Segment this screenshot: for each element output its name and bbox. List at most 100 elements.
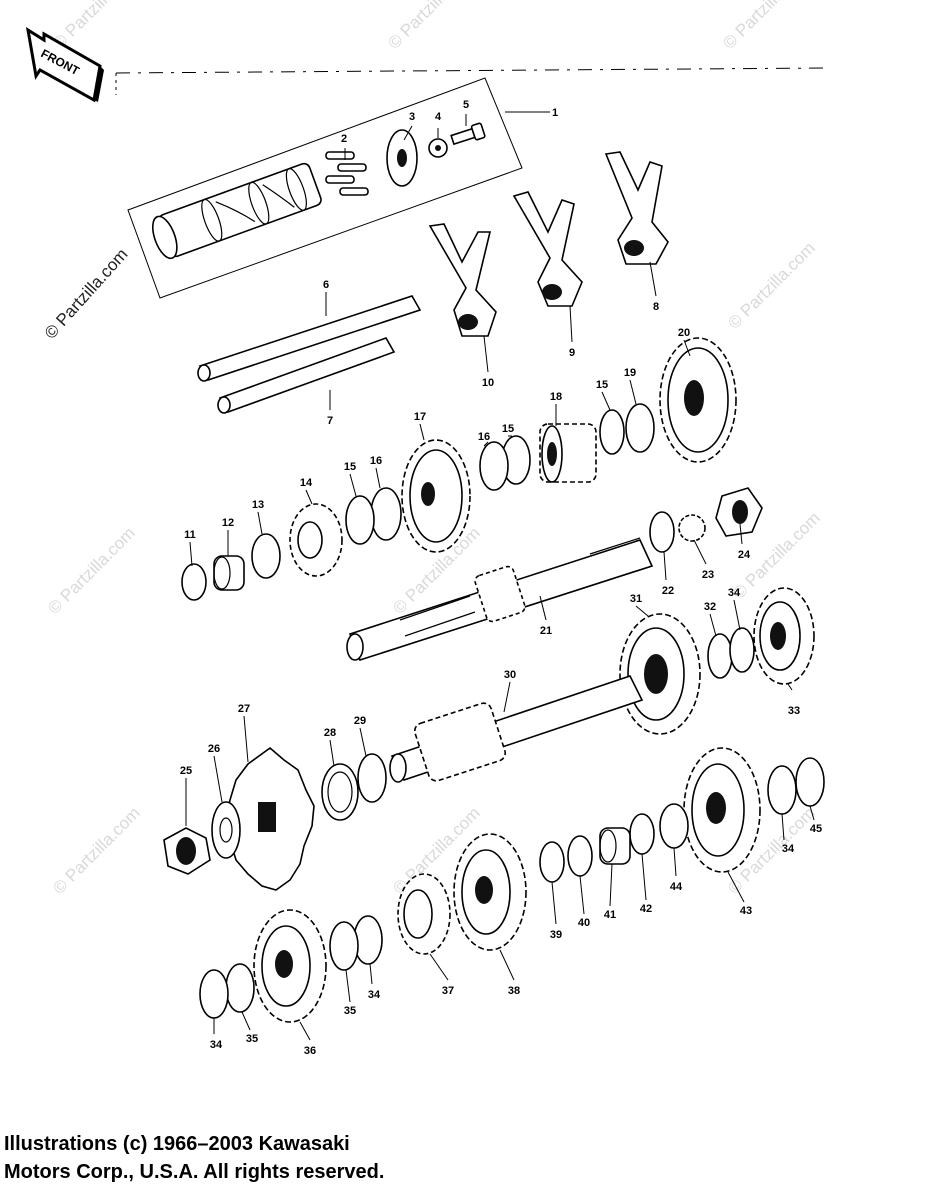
callout-9: 9 [569, 347, 575, 359]
callout-36: 36 [304, 1045, 316, 1057]
callout-44a: 44 [670, 881, 683, 893]
callout-15b: 15 [502, 423, 514, 435]
sprocket-27 [225, 746, 315, 891]
callout-34a: 34 [728, 587, 741, 599]
input-shaft-21 [346, 537, 654, 661]
callout-31: 31 [630, 593, 642, 605]
circlip-19 [625, 403, 655, 453]
shift-rod-6 [197, 295, 422, 382]
callout-22: 22 [662, 585, 674, 597]
callout-34b: 34 [782, 843, 795, 855]
callout-39: 39 [550, 929, 562, 941]
callout-35b: 35 [344, 1005, 356, 1017]
callout-30: 30 [504, 669, 516, 681]
transmission-exploded-diagram: © Partzilla.com © Partzilla.com © Partzi… [25, 0, 831, 1057]
shift-fork-8 [604, 151, 669, 265]
collar-28 [321, 763, 359, 821]
callout-18: 18 [550, 391, 562, 403]
callout-32: 32 [704, 601, 716, 613]
washer-16 [370, 487, 402, 541]
callout-15c: 15 [596, 379, 608, 391]
washer-35 [225, 963, 255, 1013]
callout-2: 2 [341, 133, 347, 145]
watermark: © Partzilla.com [44, 523, 138, 617]
gear-17 [401, 439, 471, 553]
callout-26: 26 [208, 743, 220, 755]
callout-25: 25 [180, 765, 192, 777]
front-arrow: FRONT [25, 26, 104, 103]
washer-16 [479, 441, 509, 491]
gear-37 [397, 873, 451, 955]
gear-36 [253, 909, 327, 1023]
copyright-line-1: Illustrations (c) 1966–2003 Kawasaki [4, 1133, 350, 1155]
watermark: © Partzilla.com [384, 0, 478, 53]
callout-23: 23 [702, 569, 714, 581]
lock-washer-23 [678, 514, 706, 542]
callout-38: 38 [508, 985, 520, 997]
leader-lines [185, 111, 815, 1041]
callout-40: 40 [578, 917, 590, 929]
circlip-34 [729, 627, 755, 673]
callout-17: 17 [414, 411, 426, 423]
callout-8: 8 [653, 301, 659, 313]
needle-bearing-12 [213, 555, 245, 591]
gear-33 [753, 587, 815, 685]
washer-15 [599, 409, 625, 455]
callout-21: 21 [540, 625, 552, 637]
watermark: © Partzilla.com [49, 803, 143, 897]
callout-41: 41 [604, 909, 616, 921]
callout-13: 13 [252, 499, 264, 511]
callout-43: 43 [740, 905, 752, 917]
callout-35a: 35 [246, 1033, 258, 1045]
callout-20: 20 [678, 327, 690, 339]
washer-32 [707, 633, 733, 679]
callout-11: 11 [184, 529, 196, 541]
watermark: © Partzilla.com [41, 245, 132, 343]
gear-20 [659, 337, 737, 463]
washer-22 [649, 511, 675, 553]
callout-14: 14 [300, 477, 313, 489]
gear-14 [289, 503, 343, 577]
callout-12: 12 [222, 517, 234, 529]
callout-37: 37 [442, 985, 454, 997]
gear-31 [619, 613, 701, 735]
callout-labels: 1 2 3 4 5 6 7 8 9 10 11 12 13 14 15 16 1… [180, 99, 822, 1057]
gear-18 [539, 423, 597, 483]
shift-fork-9 [512, 191, 583, 307]
callout-6: 6 [323, 279, 329, 291]
callout-16b: 16 [478, 431, 490, 443]
callout-28: 28 [324, 727, 336, 739]
callout-5: 5 [463, 99, 469, 111]
circlip-42 [629, 813, 655, 855]
washer-13 [251, 533, 281, 579]
circlip-34 [199, 969, 229, 1019]
callout-42: 42 [640, 903, 652, 915]
shift-fork-10 [428, 223, 497, 337]
callout-3: 3 [409, 111, 415, 123]
washer-39 [539, 841, 565, 883]
circlip-45 [795, 757, 825, 807]
watermark: © Partzilla.com [724, 238, 818, 332]
shift-rod-7 [217, 337, 396, 414]
callout-19: 19 [624, 367, 636, 379]
dashed-guide-line [115, 67, 831, 74]
gear-43 [683, 747, 761, 873]
callout-45: 45 [810, 823, 822, 835]
callout-7: 7 [327, 415, 333, 427]
circlip-29 [357, 753, 387, 803]
washer-11 [181, 563, 207, 601]
callout-27: 27 [238, 703, 250, 715]
washer-15 [345, 495, 375, 545]
washer-44 [659, 803, 689, 849]
needle-bearing-41 [599, 827, 631, 865]
callout-24: 24 [738, 549, 751, 561]
gear-38 [453, 833, 527, 951]
nut-25 [163, 827, 211, 875]
nut-24 [715, 487, 763, 537]
callout-1: 1 [552, 107, 558, 119]
copyright-notice: Illustrations (c) 1966–2003 Kawasaki Mot… [4, 1130, 384, 1186]
callout-34d: 34 [368, 989, 381, 1001]
washer-44 [767, 765, 797, 815]
callout-33: 33 [788, 705, 800, 717]
callout-34c: 34 [210, 1039, 223, 1051]
